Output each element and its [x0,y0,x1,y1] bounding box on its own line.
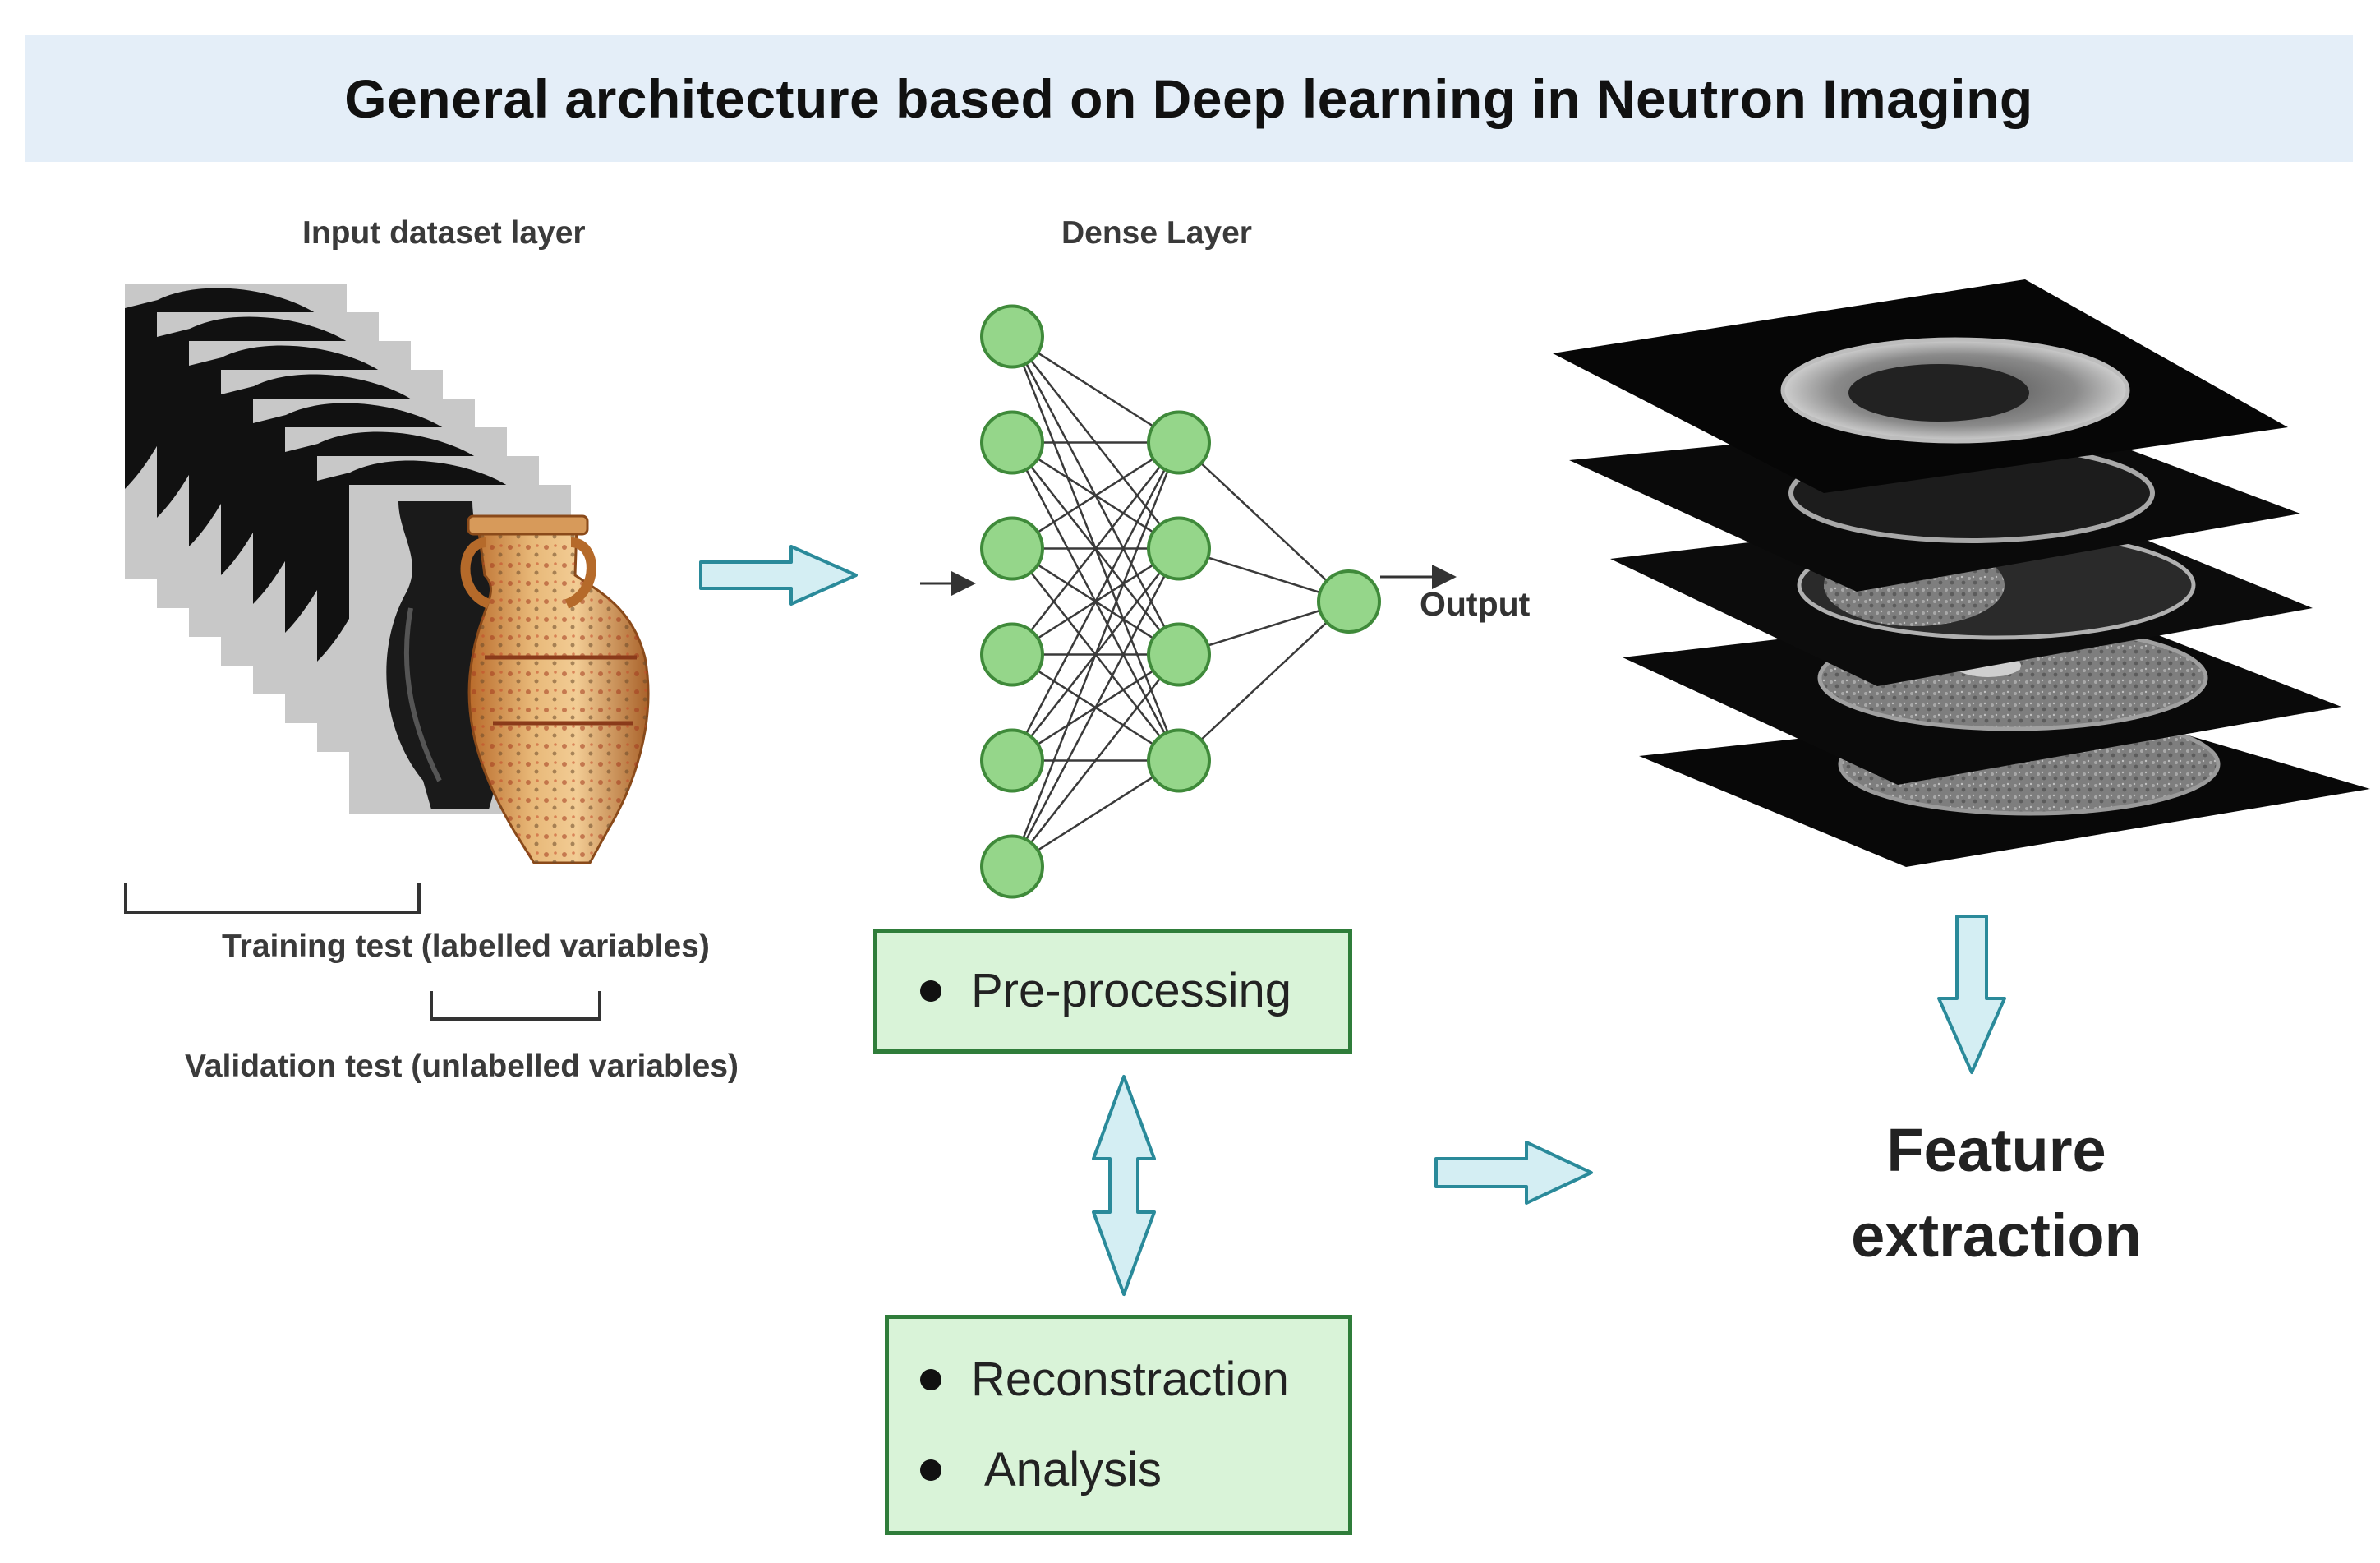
input-node [980,834,1044,899]
network-edge [1011,441,1180,550]
network-nodes [980,304,1381,899]
block-arrow-down-icon [1937,915,2006,1074]
network-edge [1010,441,1181,762]
analysis-box [885,1315,1352,1535]
input-node [980,728,1044,793]
hidden-node [1147,728,1211,793]
feature-line-2: extraction [1851,1201,2142,1270]
feature-extraction-label: Feature extraction [1766,1108,2226,1279]
hidden-node [1147,622,1211,687]
block-arrow-right-icon [1434,1141,1593,1205]
bullet-icon [920,980,941,1002]
network-edge [1178,601,1350,762]
network-edge [1011,335,1180,444]
hidden-node [1147,410,1211,475]
validation-bracket [430,991,601,1021]
diagram-title: General architecture based on Deep learn… [344,67,2033,129]
input-node [980,622,1044,687]
bullet-icon [920,1368,941,1390]
network-edge [1011,759,1180,868]
preprocessing-box [873,929,1352,1054]
dense-layer-label: Dense Layer [1061,215,1252,251]
block-arrow-right-icon [699,545,858,606]
reconstruction-text: Reconstraction [971,1353,1289,1406]
ct-slice-stack-image [1553,279,2370,867]
hidden-node [1147,516,1211,581]
vase-image [460,514,650,864]
input-node [980,516,1044,581]
network-edge [1011,653,1180,868]
training-label: Training test (labelled variables) [222,929,710,964]
feature-line-1: Feature [1886,1116,2106,1184]
input-node [980,410,1044,475]
preprocessing-text: Pre-processing [971,964,1292,1017]
validation-label: Validation test (unlabelled variables) [185,1049,739,1084]
double-arrow-vertical-icon [1092,1075,1156,1296]
input-dataset-label: Input dataset layer [302,215,586,251]
analysis-item: Analysis [920,1442,1162,1497]
bullet-icon [920,1459,941,1481]
training-bracket [124,883,421,914]
analysis-text: Analysis [984,1443,1162,1496]
title-band [25,35,2353,162]
input-node [980,304,1044,369]
reconstruction-item: Reconstraction [920,1352,1289,1407]
network-edge [1010,547,1181,868]
network-edge [1178,441,1350,602]
network-edges [1010,335,1350,868]
output-node [1317,569,1381,634]
network-edge [1010,442,1181,867]
preprocessing-item: Pre-processing [920,963,1291,1018]
network-edge [1011,441,1180,656]
output-label: Output [1420,585,1531,623]
